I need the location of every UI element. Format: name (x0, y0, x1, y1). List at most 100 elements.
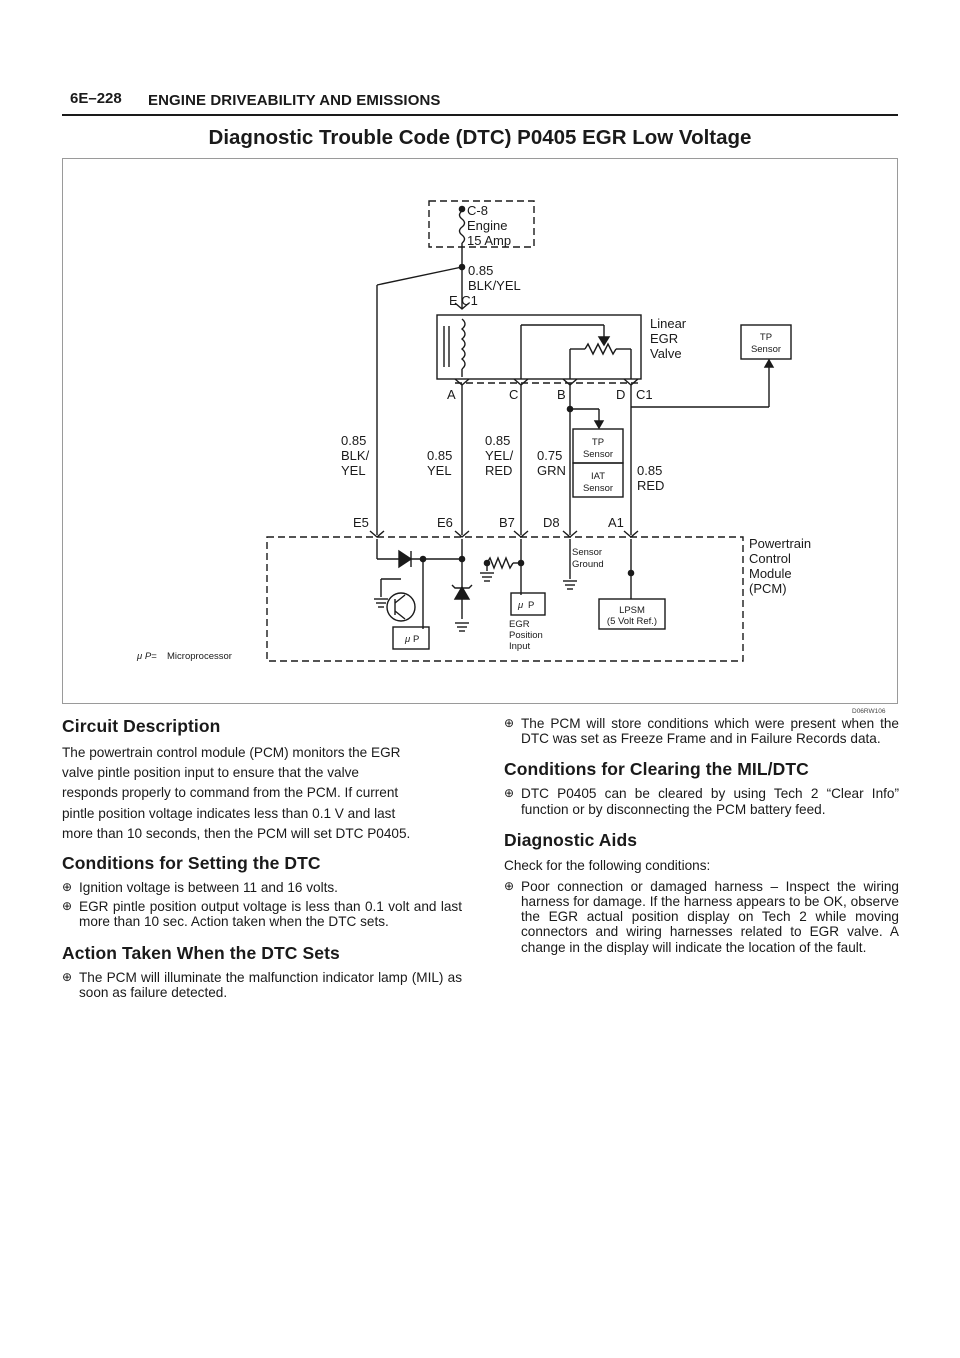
legend-text: Microprocessor (167, 651, 232, 662)
tp-sensor-label-1: TP (592, 437, 604, 448)
diagnostic-aids-list: ⊕Poor connection or damaged harness – In… (504, 879, 899, 955)
action-taken-list: ⊕The PCM will illuminate the malfunction… (62, 970, 462, 1000)
fuse-label-3: 15 Amp (467, 233, 511, 248)
pin-d-label: D (616, 387, 625, 402)
egr-valve-box (436, 314, 642, 380)
pin-a-chev (454, 378, 470, 386)
iat-sensor-label-1: IAT (591, 471, 605, 482)
transistor-icon (386, 592, 416, 622)
action-cont-list: ⊕The PCM will store conditions which wer… (504, 716, 899, 746)
page-number: 6E–228 (70, 90, 122, 107)
wiring-diagram-svg: C-8 Engine 15 Amp 0.85 BLK/YEL E C1 Line… (136, 200, 811, 662)
w5-gauge: 0.85 (637, 463, 662, 478)
circuit-description-line-1: The powertrain control module (PCM) moni… (62, 745, 401, 760)
w1-color-1: BLK/ (341, 448, 370, 463)
pcm-pin-e6-chev (454, 530, 470, 538)
fuse-label-2: Engine (467, 218, 507, 233)
egr-coil-icon (460, 318, 466, 370)
pot-resistor (584, 342, 617, 356)
pcm-label-3: Module (749, 566, 792, 581)
lpsm-label-2: (5 Volt Ref.) (607, 616, 657, 627)
w1-gauge: 0.85 (341, 433, 366, 448)
tp-arrow (593, 420, 605, 430)
pcm-box (266, 536, 744, 662)
zener-bar (451, 584, 473, 589)
zener-icon (453, 585, 471, 600)
tp-remote-label-1: TP (760, 332, 772, 343)
mp-egr-mu: μ (517, 600, 524, 611)
tp-sensor-remote-box (740, 324, 792, 360)
bullet-icon: ⊕ (504, 878, 515, 893)
diagnostic-aids-intro: Check for the following conditions: (504, 857, 711, 873)
circuit-description-line-4: pintle position voltage indicates less t… (62, 805, 396, 821)
list-item: ⊕EGR pintle position output voltage is l… (62, 899, 462, 930)
iat-sensor-box (572, 462, 624, 498)
diode-icon (398, 549, 413, 569)
right-column: ⊕The PCM will store conditions which wer… (504, 716, 899, 959)
bullet-icon: ⊕ (62, 969, 73, 984)
list-item: ⊕Poor connection or damaged harness – In… (504, 878, 899, 955)
w3-color-2: RED (485, 463, 512, 478)
w2-gauge: 0.85 (427, 448, 452, 463)
header-rule (62, 114, 898, 116)
diagnostic-aids-heading: Diagnostic Aids (504, 829, 638, 850)
bullet-icon: ⊕ (62, 899, 73, 914)
lpsm-label-1: LPSM (619, 605, 645, 616)
w3-color-1: YEL/ (485, 448, 514, 463)
w3-gauge: 0.85 (485, 433, 510, 448)
egr-input-2: Position (509, 630, 543, 641)
list-item: ⊕Ignition voltage is between 11 and 16 v… (62, 880, 338, 896)
w4-color: GRN (537, 463, 566, 478)
transistor-c (394, 594, 406, 604)
fuse-box (428, 200, 535, 248)
sensor-ground-1: Sensor (572, 547, 602, 558)
w2-color: YEL (427, 463, 452, 478)
clearing-heading: Conditions for Clearing the MIL/DTC (504, 759, 809, 780)
w5-color: RED (637, 478, 664, 493)
pcm-label-4: (PCM) (749, 581, 787, 596)
bullet-icon: ⊕ (504, 716, 515, 730)
tp-sensor-label-2: Sensor (583, 449, 613, 460)
pcm-pin-d8: D8 (543, 515, 560, 530)
setting-conditions-heading: Conditions for Setting the DTC (62, 853, 321, 874)
transistor-e (394, 610, 406, 620)
egr-input-1: EGR (509, 619, 530, 630)
tp-remote-label-2: Sensor (751, 344, 781, 355)
circuit-description-line-5: more than 10 seconds, then the PCM will … (62, 825, 411, 841)
fuse-icon (458, 210, 466, 244)
pin-a-label: A (447, 387, 456, 402)
list-item: ⊕The PCM will illuminate the malfunction… (62, 969, 462, 1000)
mp-egr-box (510, 592, 546, 616)
fuse-dot-top (458, 205, 466, 213)
connector-e-top (454, 302, 470, 310)
mp-transistor-p: P (413, 634, 419, 645)
pin-c-chev (513, 378, 529, 386)
sensor-ground-2: Ground (572, 559, 604, 570)
wiring-diagram: C-8 Engine 15 Amp 0.85 BLK/YEL E C1 Line… (62, 158, 898, 704)
pcm-label-2: Control (749, 551, 791, 566)
page-title: Diagnostic Trouble Code (DTC) P0405 EGR … (208, 126, 752, 149)
bullet-icon: ⊕ (62, 880, 73, 895)
valve-label-3: Valve (650, 346, 682, 361)
wire-top-color: BLK/YEL (468, 278, 521, 293)
pin-b-label: B (557, 387, 566, 402)
pin-b-chev (562, 378, 578, 386)
list-item: ⊕The PCM will store conditions which wer… (504, 716, 899, 747)
pcm-pin-e6: E6 (437, 515, 453, 530)
setting-conditions-list: ⊕Ignition voltage is between 11 and 16 v… (62, 880, 462, 930)
iat-sensor-label-2: Sensor (583, 483, 613, 494)
pcm-pin-e5: E5 (353, 515, 369, 530)
valve-label-2: EGR (650, 331, 678, 346)
egr-input-3: Input (509, 641, 530, 652)
action-taken-heading: Action Taken When the DTC Sets (62, 942, 340, 963)
circuit-description-heading: Circuit Description (62, 716, 221, 736)
pullup-resistor (486, 556, 514, 570)
valve-label-1: Linear (650, 316, 687, 331)
w1-color-2: YEL (341, 463, 366, 478)
fuse-label-1: C-8 (467, 203, 488, 218)
mp-transistor-box (392, 626, 430, 650)
pcm-pin-b7: B7 (499, 515, 515, 530)
list-item: ⊕DTC P0405 can be cleared by using Tech … (504, 786, 899, 817)
remote-tp-arrow (763, 358, 775, 368)
pcm-label-1: Powertrain (749, 536, 811, 551)
